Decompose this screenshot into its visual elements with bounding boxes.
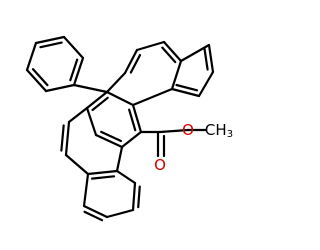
bond-c2-c3 (128, 108, 137, 132)
bond-m6-m2 (115, 169, 137, 185)
methyl-label-main: CH (205, 121, 227, 139)
bond-c1-u1 (105, 71, 127, 94)
carbonyl-oxygen-label: O (154, 156, 166, 174)
bond-m3-m4 (83, 210, 104, 222)
bond-m5-m6 (131, 181, 137, 212)
bond-p1-p2 (25, 41, 38, 72)
bond-l1-l2 (64, 120, 71, 157)
bond-c1-c2 (105, 90, 135, 107)
bond-p5-p6 (44, 83, 76, 93)
bond-c6-l1 (67, 106, 89, 124)
bond-lines (25, 35, 215, 222)
bond-t2-t3 (203, 47, 209, 71)
bond-t3-t4 (197, 70, 215, 98)
bond-c3-c4 (120, 130, 143, 149)
bond-u2-u3 (135, 40, 166, 52)
bond-u1-u2 (123, 48, 139, 75)
bond-u1-u2 (129, 53, 142, 74)
bond-p6-p1 (25, 68, 48, 93)
bond-t4-t1 (175, 83, 199, 92)
bond-c6-c1 (85, 90, 109, 110)
ester-oxygen-label: O (182, 121, 194, 139)
bond-t2-t3 (207, 43, 215, 74)
methyl-label: CH3 (205, 121, 233, 140)
bond-u3-u4 (161, 46, 177, 64)
bond-c6-c1 (91, 96, 109, 112)
bond-c4-c5 (100, 130, 123, 143)
bond-e1-o2 (158, 128, 190, 134)
bond-t4-t1 (170, 87, 201, 98)
bond-u4-t1 (170, 59, 183, 91)
bond-p3-p4 (62, 35, 85, 60)
bond-p2-p3 (34, 35, 66, 45)
methyl-label-subscript: 3 (227, 129, 233, 140)
bond-m1-m2 (90, 175, 116, 180)
bond-p5-c1 (72, 83, 109, 94)
bond-m3-m4 (82, 204, 109, 219)
bond-u4-t2 (179, 43, 211, 63)
bond-p6-p1 (31, 68, 49, 87)
bond-m1-m2 (86, 169, 119, 176)
bond-t1-c2 (131, 87, 174, 107)
bond-m2-c4 (115, 145, 124, 173)
bond-m5-m6 (137, 185, 141, 209)
bond-m4-m5 (105, 208, 135, 219)
molecule-structure: O O CH3 (25, 35, 233, 222)
bond-l2-m1 (64, 153, 90, 176)
bond-l1-l2 (60, 124, 65, 152)
bond-c2-c3 (131, 103, 143, 134)
bond-p4-p5 (69, 58, 79, 82)
bond-p4-p5 (72, 56, 85, 87)
bond-c4-c5 (94, 133, 124, 149)
bond-c5-c6 (85, 106, 98, 137)
bond-p2-p3 (39, 41, 63, 49)
bond-m1-m3 (82, 172, 90, 208)
bond-u3-u4 (162, 40, 183, 63)
